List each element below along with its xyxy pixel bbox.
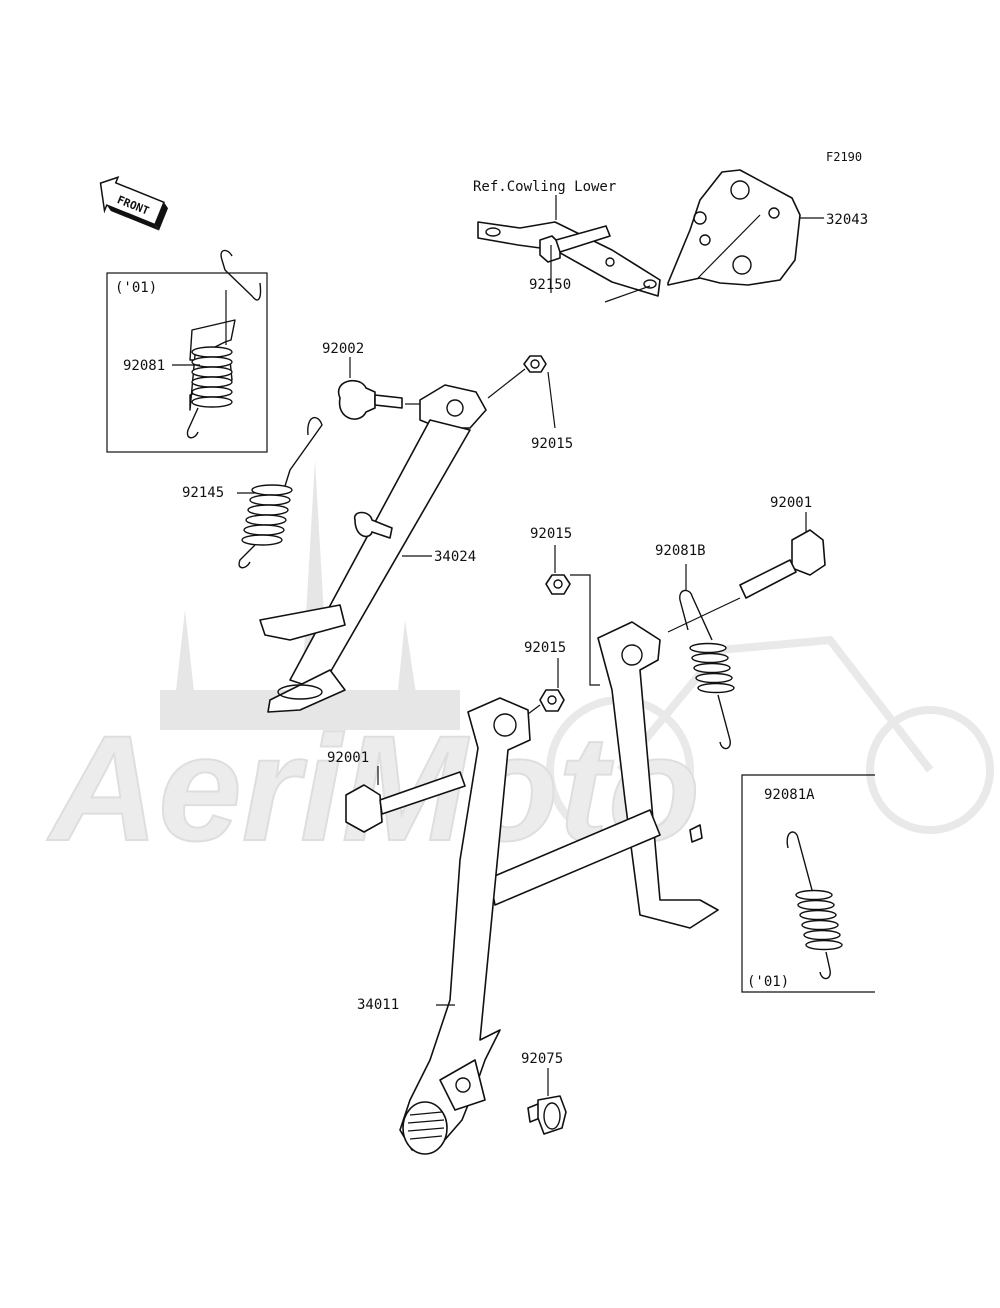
variant-box-left: ('01) (106, 272, 268, 453)
part-label-34011: 34011 (357, 997, 399, 1013)
variant-box-left-tag: ('01) (115, 280, 157, 296)
bolt-92150 (539, 225, 611, 293)
part-label-92075: 92075 (521, 1051, 563, 1067)
part-label-92015-middle: 92015 (530, 526, 572, 542)
cowling-lower-bracket (477, 221, 661, 303)
part-label-92081B: 92081B (655, 543, 706, 559)
nut-92015-middle (545, 545, 600, 686)
spring-92081B (679, 564, 735, 750)
part-label-92081: 92081 (123, 358, 165, 374)
spring-92145 (237, 416, 323, 569)
bolt-92002 (337, 357, 420, 420)
bolt-92001-left (345, 766, 466, 833)
part-label-92002: 92002 (322, 341, 364, 357)
part-label-32043: 32043 (826, 212, 868, 228)
part-label-92015-lower: 92015 (524, 640, 566, 656)
part-label-92150: 92150 (529, 277, 571, 293)
part-label-92145: 92145 (182, 485, 224, 501)
side-stand-34024 (259, 384, 487, 713)
variant-box-right-tag: ('01) (747, 974, 789, 990)
variant-box-right: ('01) (741, 774, 875, 993)
watermark: AeriMoto (45, 460, 994, 873)
part-label-34024: 34024 (434, 549, 476, 565)
main-stand-34011 (399, 621, 719, 1155)
front-arrow-icon: FRONT (99, 176, 169, 231)
spring-92081 (172, 249, 262, 439)
part-label-92081A: 92081A (764, 787, 815, 803)
rubber-stop-92075 (527, 1068, 567, 1135)
nut-92015-top (487, 355, 556, 429)
figure-code: F2190 (826, 150, 862, 164)
part-label-92015-top: 92015 (531, 436, 573, 452)
bolt-92001-right (667, 512, 826, 633)
part-label-92001-right: 92001 (770, 495, 812, 511)
bracket-32043 (667, 169, 824, 286)
part-label-92001-left: 92001 (327, 750, 369, 766)
spring-92081A (786, 831, 843, 980)
reference-note: Ref.Cowling Lower (473, 179, 616, 195)
